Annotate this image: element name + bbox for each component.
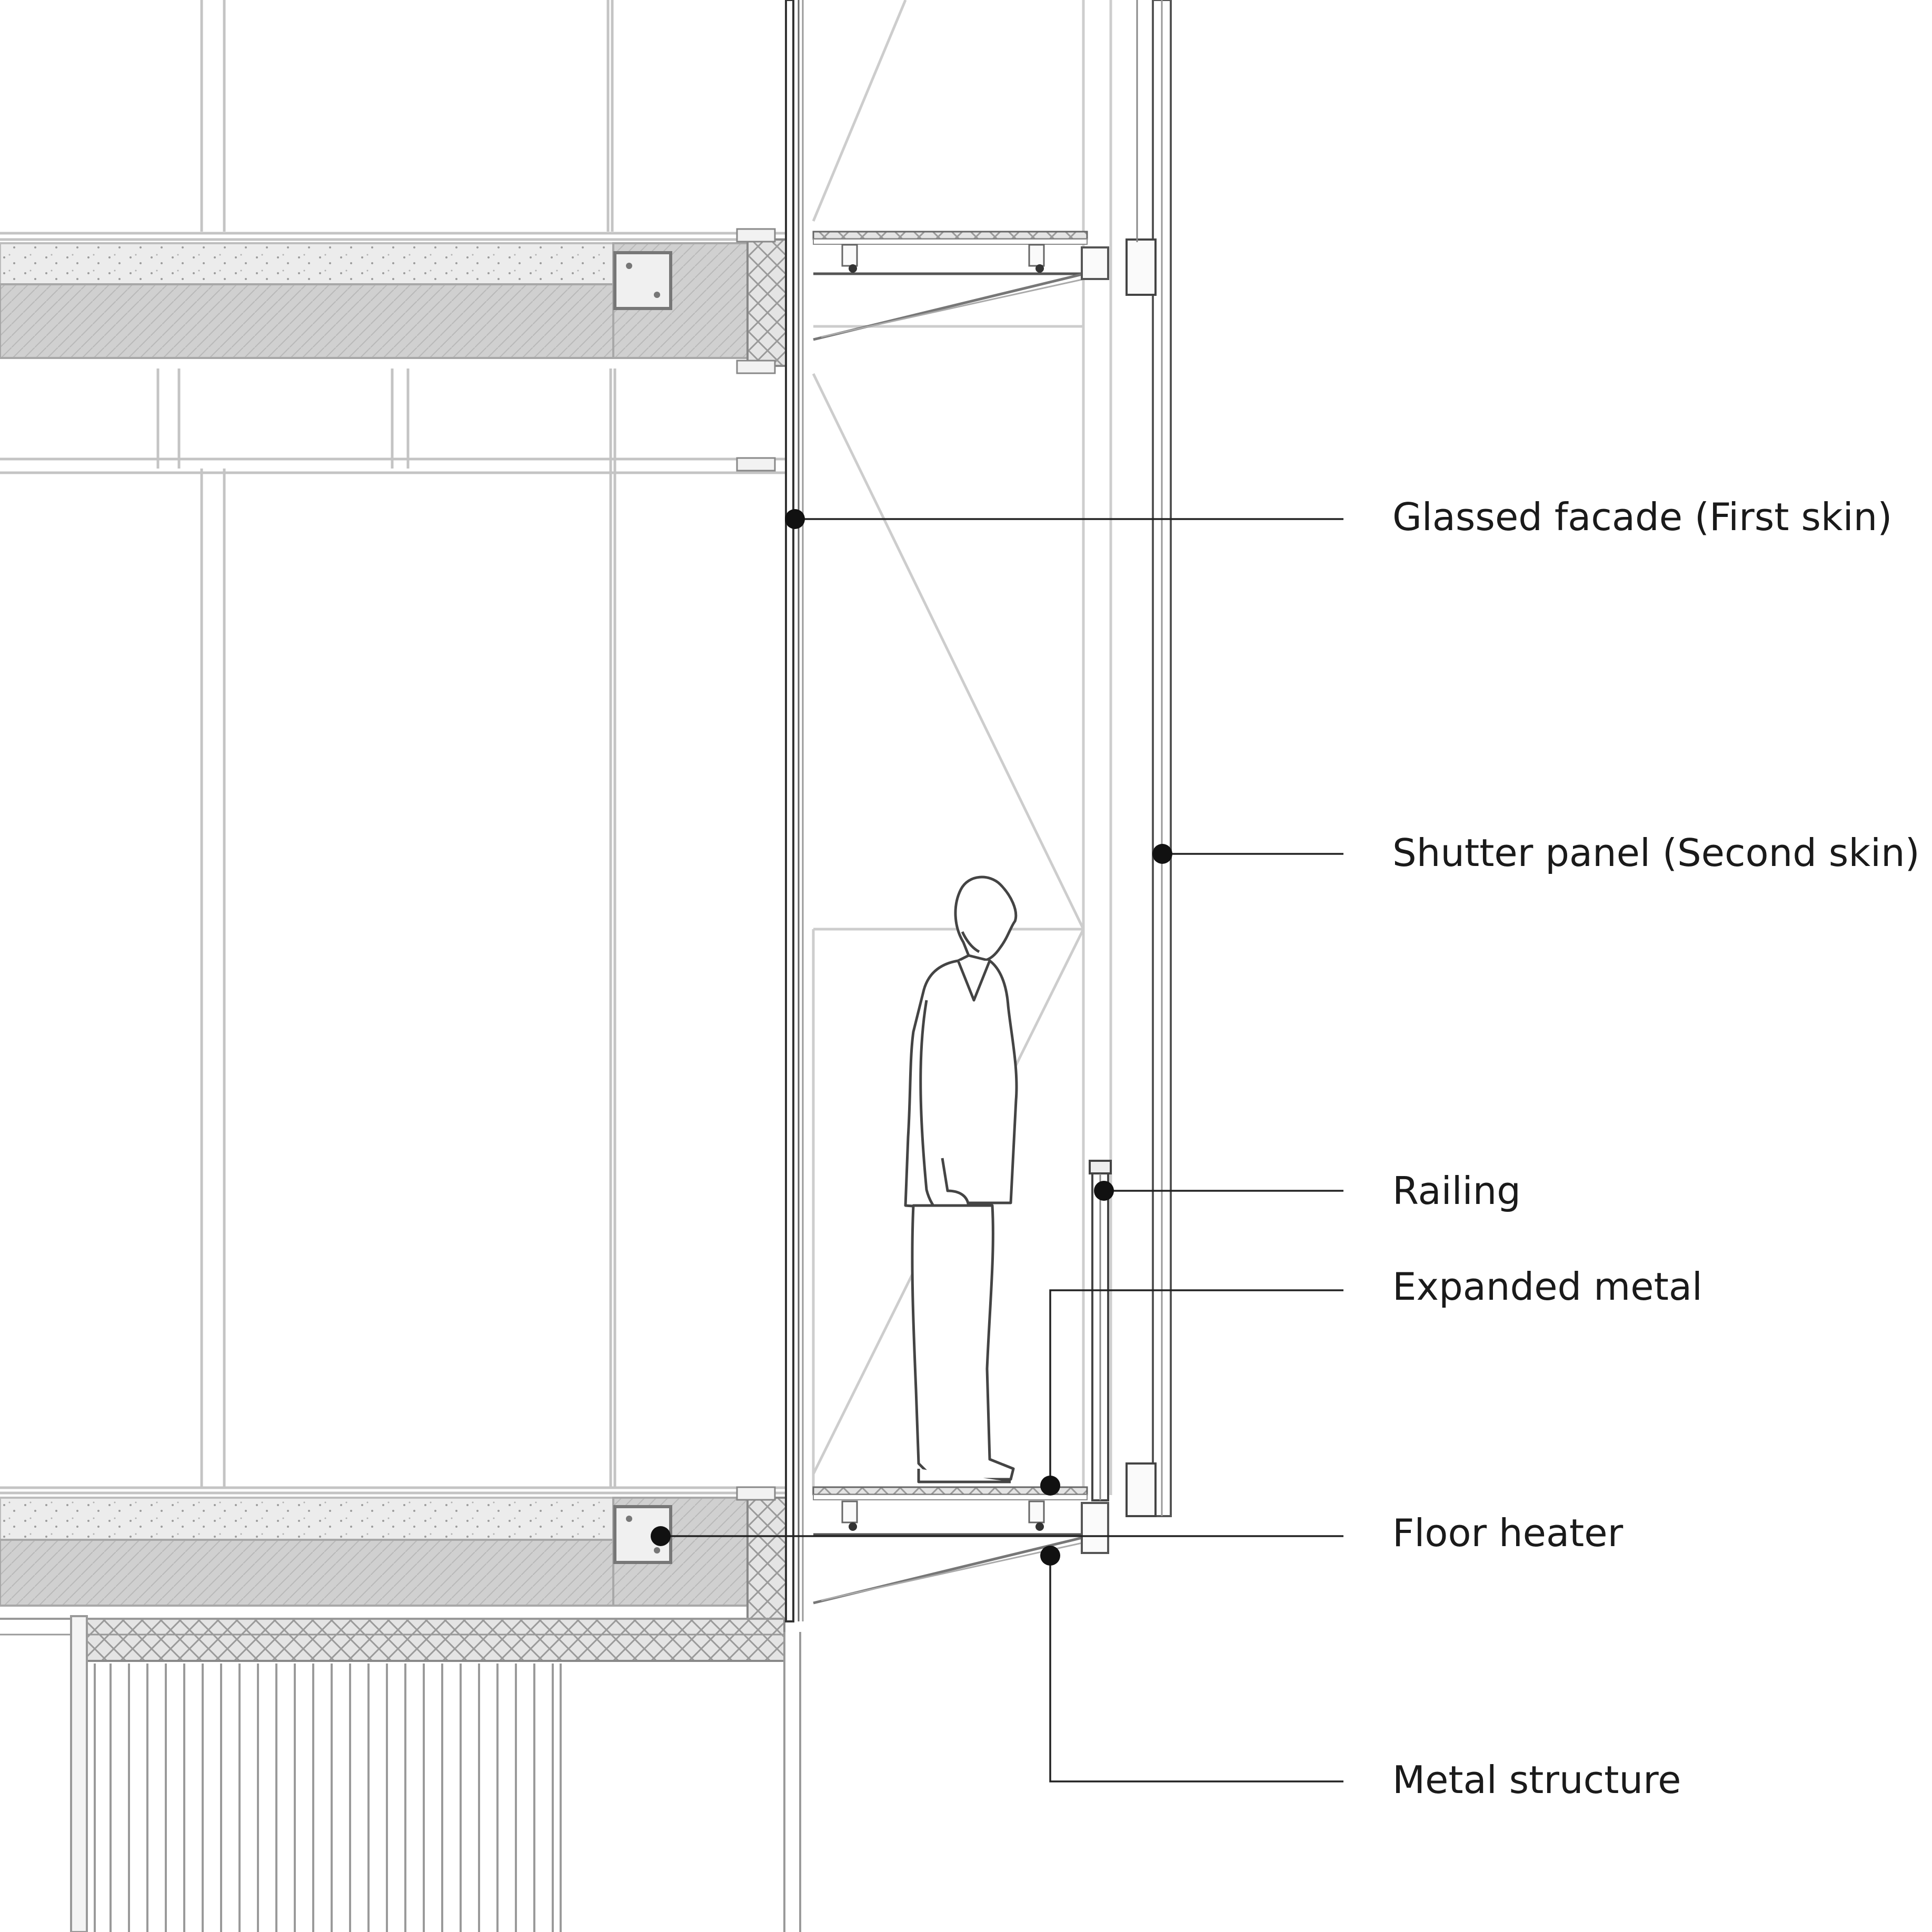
upper-floor-slab — [0, 228, 793, 472]
metal-structure-bullet — [1040, 1546, 1060, 1566]
railing-post — [1089, 1160, 1112, 1501]
floor-heater-bullet — [651, 1526, 671, 1546]
glassed-facade-bullet — [785, 509, 805, 529]
leader-bullets — [651, 509, 1172, 1566]
expanded-metal-bullet — [1040, 1476, 1060, 1496]
label-railing: Railing — [1392, 1169, 1521, 1213]
interior-frames — [0, 0, 790, 1495]
upper-walkway — [812, 231, 1109, 341]
lower-floor-slab — [0, 1486, 793, 1662]
corrugated-wall — [70, 1615, 801, 1932]
label-shutter-panel: Shutter panel (Second skin) — [1392, 831, 1920, 875]
label-glassed-facade: Glassed facade (First skin) — [1392, 495, 1893, 539]
label-metal-structure: Metal structure — [1392, 1758, 1681, 1802]
label-floor-heater: Floor heater — [1392, 1511, 1624, 1555]
shutter-panel — [1126, 0, 1172, 1517]
lower-walkway — [812, 1486, 1109, 1605]
label-expanded-metal: Expanded metal — [1392, 1264, 1702, 1309]
railing-bullet — [1094, 1181, 1114, 1201]
person-figure — [904, 875, 1018, 1483]
leader-lines — [661, 518, 1343, 1782]
glassed-facade — [785, 0, 804, 1622]
shutter-panel-bullet — [1152, 844, 1172, 864]
